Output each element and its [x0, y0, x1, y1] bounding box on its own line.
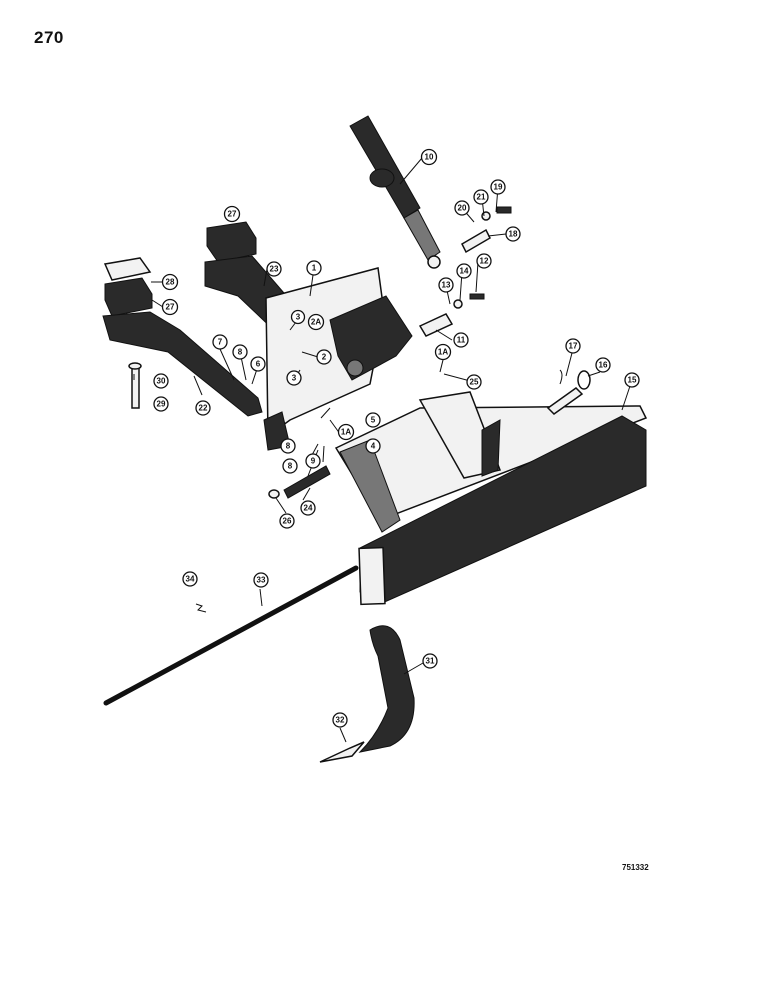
point-32 [319, 741, 365, 763]
callout-28: 28 [161, 273, 179, 291]
callout-27-bottom: 27 [161, 298, 179, 316]
svg-text:27: 27 [166, 303, 175, 312]
svg-text:10: 10 [425, 153, 434, 162]
svg-text:20: 20 [458, 204, 467, 213]
svg-text:31: 31 [426, 657, 435, 666]
callout-8-mid: 8 [280, 438, 296, 454]
callout-8-left: 8 [232, 344, 248, 360]
callout-3-lower: 3 [286, 370, 302, 386]
svg-text:32: 32 [336, 716, 345, 725]
svg-text:33: 33 [257, 576, 266, 585]
svg-text:27: 27 [228, 210, 237, 219]
callout-12: 12 [476, 253, 492, 269]
callout-4: 4 [365, 438, 381, 454]
callout-26: 26 [279, 513, 295, 529]
callout-5: 5 [365, 412, 381, 428]
callout-2: 2 [316, 349, 332, 365]
pin-18 [461, 206, 512, 254]
svg-text:23: 23 [270, 265, 279, 274]
callout-1A-upper: 1A [434, 343, 452, 361]
callout-34: 34 [182, 571, 198, 587]
svg-text:15: 15 [628, 376, 637, 385]
mounting-pads [103, 221, 257, 317]
svg-text:9: 9 [311, 457, 316, 466]
svg-text:2: 2 [322, 353, 327, 362]
svg-text:4: 4 [371, 442, 376, 451]
callout-21: 21 [473, 189, 489, 205]
svg-text:29: 29 [157, 400, 166, 409]
callout-1A-lower: 1A [337, 423, 355, 441]
svg-text:2A: 2A [311, 318, 321, 327]
callout-32: 32 [332, 712, 348, 728]
main-frame [334, 391, 648, 606]
svg-text:11: 11 [457, 336, 466, 345]
svg-text:1A: 1A [438, 348, 448, 357]
callout-22: 22 [195, 400, 211, 416]
callout-16: 16 [595, 357, 611, 373]
svg-text:18: 18 [509, 230, 518, 239]
drawing-id: 751332 [622, 863, 649, 872]
svg-text:12: 12 [480, 257, 489, 266]
lower-frame-bar [102, 311, 263, 417]
svg-text:19: 19 [494, 183, 503, 192]
pin-24 [268, 465, 331, 499]
svg-text:5: 5 [371, 416, 376, 425]
svg-text:1A: 1A [341, 428, 351, 437]
callout-18: 18 [505, 226, 521, 242]
svg-text:8: 8 [288, 462, 293, 471]
svg-text:14: 14 [460, 267, 469, 276]
bolt-29 [128, 362, 142, 409]
svg-text:3: 3 [292, 374, 297, 383]
clip-34 [195, 603, 207, 613]
page-number: 270 [34, 28, 64, 47]
svg-text:8: 8 [238, 348, 243, 357]
callout-2A: 2A [307, 313, 325, 331]
svg-text:16: 16 [599, 361, 608, 370]
callout-10: 10 [420, 148, 438, 166]
svg-text:21: 21 [477, 193, 486, 202]
svg-text:25: 25 [470, 378, 479, 387]
callout-33: 33 [253, 572, 269, 588]
callout-1: 1 [306, 260, 322, 276]
callout-17: 17 [565, 338, 581, 354]
pin-11 [418, 293, 485, 337]
svg-text:26: 26 [283, 517, 292, 526]
callout-7: 7 [212, 334, 228, 350]
svg-text:28: 28 [166, 278, 175, 287]
callout-14: 14 [456, 263, 472, 279]
svg-text:17: 17 [569, 342, 578, 351]
callout-29: 29 [153, 396, 169, 412]
callout-6: 6 [250, 356, 266, 372]
svg-text:34: 34 [186, 575, 195, 584]
callout-19: 19 [490, 179, 506, 195]
callout-27-top: 27 [223, 205, 241, 223]
pin-16 [546, 369, 591, 415]
callout-31: 31 [422, 653, 438, 669]
hydraulic-cylinder [349, 115, 441, 269]
callout-15: 15 [624, 372, 640, 388]
callout-24: 24 [300, 500, 316, 516]
svg-text:13: 13 [442, 281, 451, 290]
callout-9: 9 [305, 453, 321, 469]
callout-8-low: 8 [282, 458, 298, 474]
callout-13: 13 [438, 277, 454, 293]
svg-text:7: 7 [218, 338, 223, 347]
svg-text:3: 3 [296, 313, 301, 322]
svg-text:1: 1 [312, 264, 317, 273]
svg-text:6: 6 [256, 360, 261, 369]
svg-text:30: 30 [157, 377, 166, 386]
callout-3-top: 3 [290, 309, 306, 325]
callout-25: 25 [466, 374, 482, 390]
callout-30: 30 [153, 373, 169, 389]
svg-text:22: 22 [199, 404, 208, 413]
callout-11: 11 [453, 332, 469, 348]
callout-23: 23 [266, 261, 282, 277]
callout-20: 20 [454, 200, 470, 216]
shank-31 [358, 625, 415, 753]
svg-text:24: 24 [304, 504, 313, 513]
rod-33 [103, 565, 359, 706]
svg-text:8: 8 [286, 442, 291, 451]
